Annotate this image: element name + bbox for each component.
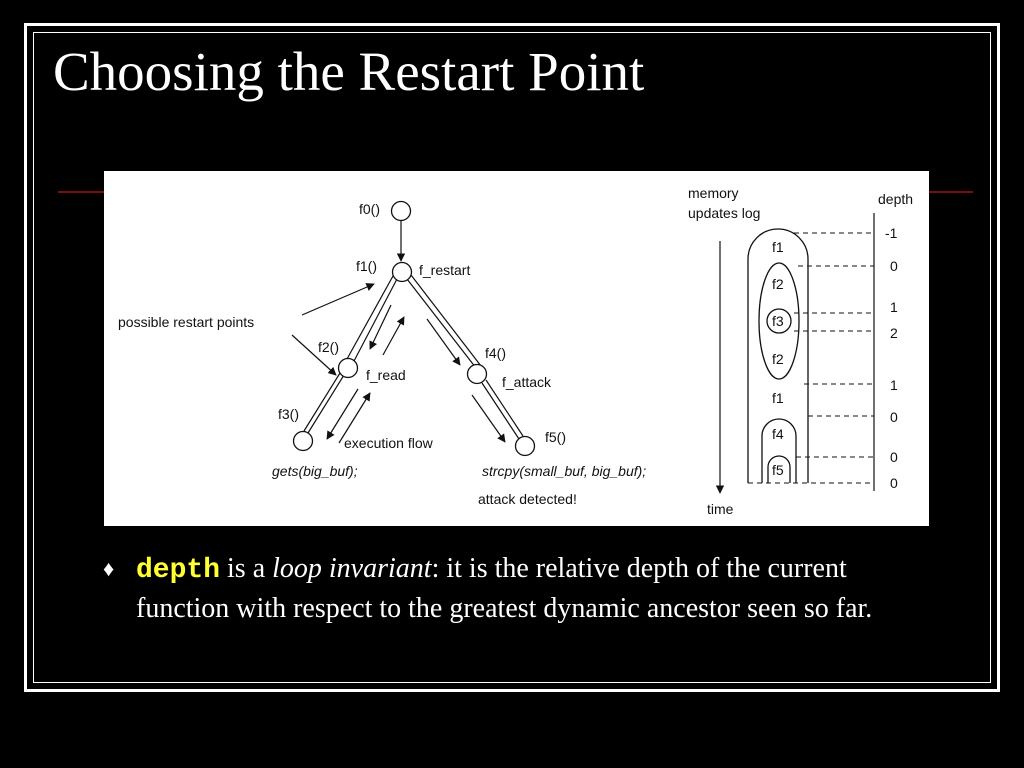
log-f3-shape — [766, 308, 792, 334]
depth-value-5: 1 — [890, 377, 898, 393]
label-time: time — [707, 501, 734, 517]
label-f3-call: gets(big_buf); — [272, 463, 358, 479]
edge-f4-f5-inner — [485, 379, 524, 437]
depth-value-2: 0 — [890, 258, 898, 274]
label-f3: f3() — [278, 406, 299, 422]
edge-f2-f3-outer — [307, 374, 345, 434]
title-rule-left — [58, 191, 104, 193]
log-entry-5: f1 — [772, 390, 784, 406]
label-f0: f0() — [359, 201, 380, 217]
label-f2: f2() — [318, 339, 339, 355]
restart-arrow-f2 — [291, 334, 337, 376]
label-execution-flow: execution flow — [344, 435, 434, 451]
flow-arrow-down-f4 — [426, 318, 461, 366]
log-entry-1: f1 — [772, 239, 784, 255]
bullet-marker-icon: ♦ — [103, 556, 115, 581]
slide-title: Choosing the Restart Point — [53, 41, 645, 102]
depth-value-3: 1 — [890, 299, 898, 315]
log-entry-2: f2 — [772, 276, 784, 292]
label-f5: f5() — [545, 429, 566, 445]
node-f4 — [466, 363, 488, 385]
depth-value-8: 0 — [890, 475, 898, 491]
label-f4: f4() — [485, 345, 506, 361]
restart-point-figure: f0() f1() f_restart possible restart poi… — [104, 171, 929, 526]
edge-f1-f2-inner — [346, 275, 394, 360]
restart-arrow-f1 — [301, 283, 375, 316]
flow-arrow-up-f2 — [338, 392, 371, 444]
log-f4-shape — [761, 418, 797, 483]
flow-arrow-up-f1 — [382, 316, 405, 356]
depth-guide-lines — [748, 232, 874, 484]
label-f1: f1() — [356, 258, 377, 274]
node-f2 — [337, 357, 359, 379]
edge-f1-f4-outer — [406, 278, 477, 369]
edge-f2-f3-inner — [303, 372, 341, 432]
log-f2-shape — [758, 262, 800, 380]
label-attack-detected: attack detected! — [478, 491, 577, 507]
flow-arrow-down-f5 — [471, 394, 506, 443]
flow-arrow-down-f2 — [369, 304, 392, 350]
bullet-emphasis: loop invariant — [272, 553, 432, 584]
bullet-keyword: depth — [136, 555, 221, 586]
label-f5-call: strcpy(small_buf, big_buf); — [482, 463, 646, 479]
log-entry-6: f4 — [772, 426, 784, 442]
bullet-text-a: is a — [220, 553, 273, 584]
edge-f1-f4-inner — [410, 274, 482, 367]
depth-value-4: 2 — [890, 325, 898, 341]
restart-diagram: f0() f1() f_restart possible restart poi… — [118, 185, 913, 517]
bullet-text: depth is a loop invariant: it is the rel… — [136, 550, 936, 628]
label-depth: depth — [878, 191, 913, 207]
label-memory: memory — [688, 185, 739, 201]
edge-f4-f5-outer — [481, 382, 520, 440]
title-rule-right — [929, 191, 973, 193]
node-f1 — [391, 261, 413, 283]
label-f-read: f_read — [366, 367, 406, 383]
node-f3 — [292, 430, 314, 452]
depth-value-6: 0 — [890, 409, 898, 425]
label-f-attack: f_attack — [502, 374, 552, 390]
log-outer-f1-shape — [747, 228, 809, 483]
edge-f1-f2-outer — [353, 278, 398, 362]
slide-inner-border — [33, 32, 991, 683]
depth-value-7: 0 — [890, 449, 898, 465]
depth-value-1: -1 — [885, 225, 898, 241]
log-f5-shape — [767, 455, 791, 483]
node-f0 — [390, 200, 412, 222]
log-entry-3: f3 — [772, 313, 784, 329]
slide-outer-border — [24, 23, 1000, 692]
label-possible-restart-points: possible restart points — [118, 314, 254, 330]
log-entry-7: f5 — [772, 462, 784, 478]
flow-arrow-down-f3 — [326, 388, 359, 440]
bullet-text-b: : it is the relative depth of the curren… — [136, 553, 873, 624]
label-f-restart: f_restart — [419, 262, 470, 278]
node-f5 — [514, 435, 536, 457]
log-entry-4: f2 — [772, 351, 784, 367]
label-updates-log: updates log — [688, 205, 760, 221]
